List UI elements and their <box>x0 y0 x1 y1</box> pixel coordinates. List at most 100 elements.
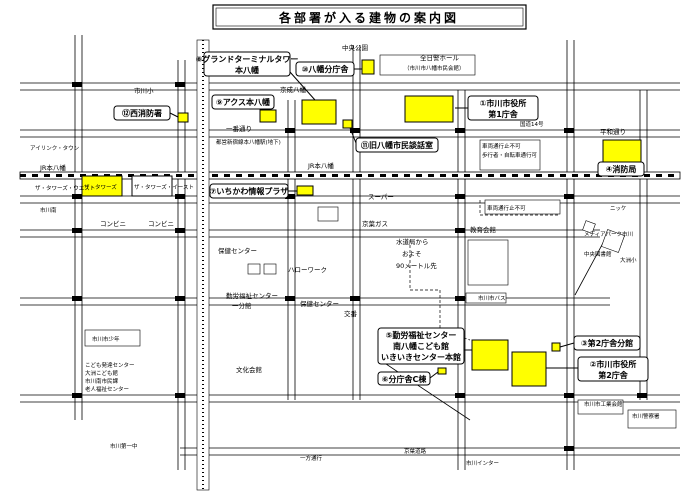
facility-12-line1: ⑫西消防署 <box>122 108 162 118</box>
facility-7-line1: ⑦いちかわ情報プラザ <box>210 186 289 196</box>
label-ichi-shi: 市川南 <box>40 206 57 214</box>
label-aeon: アイリンク・タウン <box>30 144 80 152</box>
jr-railway <box>19 171 681 180</box>
building-12 <box>177 112 189 123</box>
label-convenience-1: コンビニ <box>100 219 126 228</box>
facility-label-1[interactable]: ①市川市役所 第1庁舎 <box>455 95 539 121</box>
street-labels: 中央公園 全日警ホール （市川市八幡市民会館） 京成八幡 市川小 一番通り 平和… <box>30 43 660 467</box>
facility-label-7[interactable]: ⑦いちかわ情報プラザ <box>209 183 297 199</box>
facility-5-line2: 南八幡こども館 <box>393 341 449 351</box>
building-3 <box>551 342 561 352</box>
facility-11-line1: ⑪旧八幡市民談話室 <box>361 140 433 150</box>
label-towers-east: ザ・タワーズ・イースト <box>134 183 194 191</box>
other-buildings <box>84 54 677 429</box>
building-2 <box>511 351 547 387</box>
facility-2-line1: ②市川市役所 <box>590 359 637 369</box>
building-10 <box>361 59 375 75</box>
label-jr-motoyawata: JR本八幡 <box>307 161 334 170</box>
facility-2-line2: 第2庁舎 <box>598 370 629 380</box>
label-heiwa: 平和通り <box>600 127 626 136</box>
building-7 <box>296 185 314 196</box>
label-kodomo-1: こども発達センター <box>85 361 135 369</box>
facility-buildings <box>81 59 642 387</box>
label-keiyo-gas: 京葉ガス <box>362 219 388 228</box>
building-11 <box>342 119 353 129</box>
facility-label-9[interactable]: ⑨アクス本八幡 <box>211 94 275 110</box>
label-convenience-2: コンビニ <box>148 219 174 228</box>
label-toei: 都営新宿線本八幡駅(地下) <box>216 138 281 146</box>
facility-label-4[interactable]: ④消防局 <box>597 161 645 177</box>
label-chuo-park: 中央公園 <box>342 43 368 52</box>
label-kotsu: 車両通行止不可 <box>482 142 521 150</box>
label-keisei: 京成八幡 <box>280 85 307 94</box>
label-oyoso: およそ <box>402 250 422 258</box>
facility-5-line1: ⑤勤労福祉センター <box>386 330 457 340</box>
expressway <box>196 39 210 491</box>
facility-5-line3: いきいきセンター本館 <box>381 352 461 362</box>
label-bus: 市川市バス <box>478 294 506 302</box>
facility-label-2[interactable]: ②市川市役所 第2庁舎 <box>546 356 649 382</box>
label-bunka: 文化会館 <box>236 365 263 374</box>
building-towers <box>81 175 123 197</box>
label-keiyo: 京葉道路 <box>404 447 427 455</box>
building-towers-east <box>131 175 173 197</box>
road-network <box>20 35 680 470</box>
map-title: 各部署が入る建物の案内図 <box>278 10 459 25</box>
label-ichiban: 一番通り <box>226 124 252 133</box>
facility-1-line2: 第1庁舎 <box>488 109 519 119</box>
facility-10-line1: ⑩八幡分庁舎 <box>302 64 350 74</box>
building-1 <box>404 95 454 123</box>
facility-6-line1: ⑥分庁舎C棟 <box>382 374 428 384</box>
facility-label-3[interactable]: ③第2庁舎分館 <box>559 335 641 351</box>
facility-label-12[interactable]: ⑫西消防署 <box>113 105 179 121</box>
label-towers: ザ・タワーズ <box>84 183 117 191</box>
label-kyouiku: 教育会館 <box>470 225 497 234</box>
label-media-park: メディアパーク市川 <box>584 230 633 238</box>
facility-4-line1: ④消防局 <box>606 164 637 174</box>
label-ichi-sho: 市川市少年 <box>92 335 120 343</box>
label-ichikawa-ic: 市川インター <box>466 459 499 467</box>
label-meters: 90メートル先 <box>396 261 437 270</box>
label-suido: 水道局から <box>396 237 429 246</box>
building-6 <box>437 367 447 375</box>
label-kaikan: 全日警ホール <box>420 53 460 62</box>
label-kinro2: 一分館 <box>232 301 252 310</box>
title-box: 各部署が入る建物の案内図 <box>212 4 527 30</box>
label-hoken: 保健センター <box>218 246 257 255</box>
facility-label-8[interactable]: ⑧グランドターミナルタワー 本八幡 <box>196 51 316 101</box>
label-route14: 国道14号 <box>520 120 544 128</box>
label-kinro: 勤労福祉センター <box>226 291 278 300</box>
facility-label-6[interactable]: ⑥分庁舎C棟 <box>377 371 439 386</box>
label-school: 大洲小 <box>620 256 637 264</box>
facility-9-line1: ⑨アクス本八幡 <box>216 97 271 107</box>
label-kodomo-3: 市川南市民課 <box>85 377 119 385</box>
label-ichi-dai: 市川第一中 <box>110 442 138 450</box>
label-kaikan-sub: （市川市八幡市民会館） <box>404 64 465 72</box>
facility-3-line1: ③第2庁舎分館 <box>581 338 633 348</box>
label-hoken-center: 保健センター <box>300 299 339 308</box>
label-kogyo: 市川市工業会館 <box>584 400 623 408</box>
label-super: スーパー <box>368 193 394 201</box>
building-5 <box>471 339 509 371</box>
facility-8-line2: 本八幡 <box>234 65 260 75</box>
label-wards-west: ザ・タワーズ・ウエスト <box>35 184 95 192</box>
label-kouban: 交番 <box>344 309 358 318</box>
label-kodomo-4: 老人福祉センター <box>85 385 129 393</box>
facility-label-5[interactable]: ⑤勤労福祉センター 南八幡こども館 いきいきセンター本館 <box>377 327 472 365</box>
facility-label-11[interactable]: ⑪旧八幡市民談話室 <box>349 127 439 153</box>
label-nippon: ニッケ <box>610 205 627 212</box>
facility-1-line1: ①市川市役所 <box>480 98 527 108</box>
facility-label-10[interactable]: ⑩八幡分庁舎 <box>295 61 362 77</box>
traffic-signals <box>72 82 647 451</box>
label-chuo-lib: 中央図書館 <box>584 250 612 258</box>
label-kodomo-2: 大洲こども館 <box>85 369 119 377</box>
label-hello-work: ハローワーク <box>288 266 327 274</box>
facility-8-line1: ⑧グランドターミナルタワー <box>196 54 299 64</box>
label-kotsu2: 歩行者・自転車通行可 <box>482 151 538 159</box>
building-9 <box>259 109 277 123</box>
building-8 <box>301 99 337 125</box>
label-funabashi: 一方通行 <box>300 454 323 462</box>
label-keisatsu: 市川警察署 <box>632 412 660 420</box>
label-ichikawa-sho: 市川小 <box>134 86 154 95</box>
